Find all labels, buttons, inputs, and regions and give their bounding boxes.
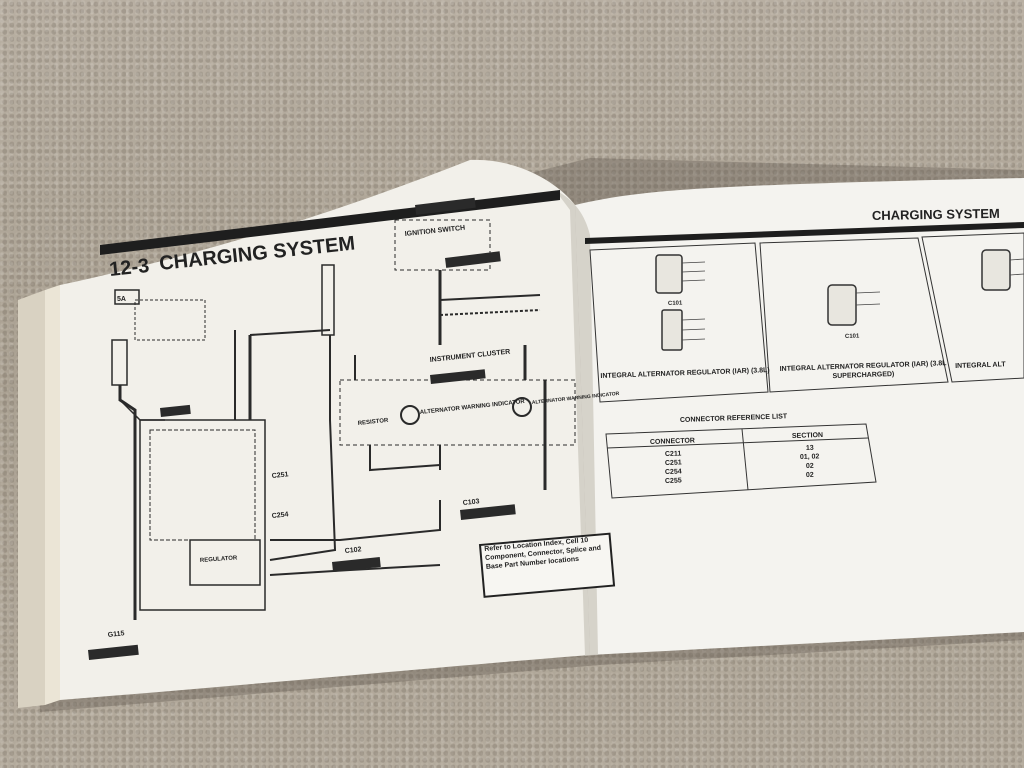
panel-2-connector [827, 284, 857, 326]
left-page [60, 159, 590, 700]
ref-row-section: 02 [806, 463, 814, 470]
connector-reference-table [605, 423, 877, 499]
diagram-tags [88, 197, 516, 660]
location-note-box [478, 532, 616, 598]
connector-c251: C251 [271, 471, 288, 480]
ignition-switch-box [394, 219, 491, 271]
left-section-number: 12-3 [108, 255, 150, 281]
fuse-box [114, 289, 140, 305]
panel-2-frame [759, 237, 949, 393]
ref-row-connector: C211 [665, 450, 682, 458]
warning-lamp-1 [400, 405, 420, 425]
ref-header-connector: CONNECTOR [650, 437, 695, 446]
ref-row-connector: C255 [665, 477, 682, 485]
wiring-diagram [111, 219, 576, 620]
connector-reference-title: CONNECTOR REFERENCE LIST [680, 413, 788, 424]
regulator-label: REGULATOR [200, 555, 238, 564]
right-header-bar [585, 222, 1024, 244]
right-page-title: CHARGING SYSTEM [872, 206, 1000, 223]
instrument-cluster-box [339, 379, 576, 446]
panel-3-connector [981, 249, 1011, 291]
ref-row-connector: C251 [665, 459, 682, 467]
panel-1-connector-top [655, 254, 683, 294]
ref-row-section: 01, 02 [800, 453, 820, 461]
ref-row-section: 13 [806, 445, 814, 452]
book-edge [18, 290, 45, 708]
panel-2-connector-id: C101 [845, 333, 860, 340]
connector-c102: C102 [344, 546, 361, 555]
regulator-box [189, 539, 261, 586]
panel-3-frame [921, 232, 1024, 383]
panel-1-frame [589, 242, 769, 403]
fuse-label: 5A [117, 296, 126, 303]
connector-c103: C103 [462, 498, 479, 507]
warning-lamp-2 [512, 397, 532, 417]
connector-c254: C254 [271, 511, 288, 520]
right-page [575, 178, 1024, 655]
alternator-box [139, 419, 266, 611]
book-edge-pages [45, 285, 60, 705]
connector-block-center [321, 264, 335, 336]
fuse-panel [134, 299, 206, 341]
ground-label: G115 [107, 630, 124, 639]
panel-3-caption: INTEGRAL ALT [955, 361, 1006, 370]
panel-1-connector-id: C101 [668, 300, 683, 307]
panel-1-connector-bottom [661, 309, 683, 351]
ref-row-connector: C254 [665, 468, 682, 476]
resistor-label: RESISTOR [358, 418, 390, 427]
ref-row-section: 02 [806, 472, 814, 479]
ref-header-section: SECTION [792, 432, 823, 440]
